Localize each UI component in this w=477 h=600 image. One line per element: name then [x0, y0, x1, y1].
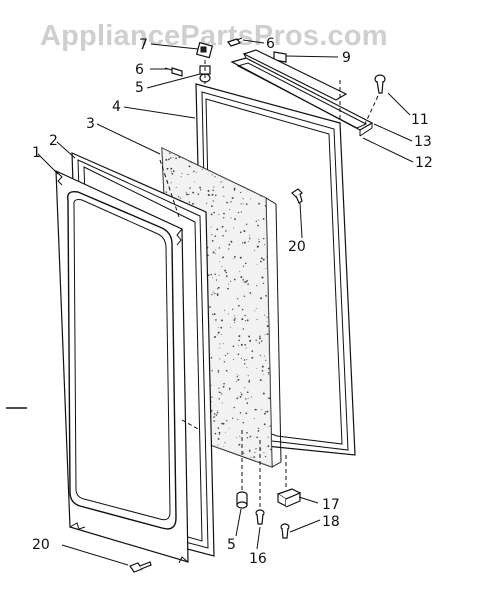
callout-5-lower: 5: [227, 537, 236, 553]
callout-2: 2: [49, 133, 58, 149]
callout-16: 16: [249, 551, 267, 567]
callout-6-left: 6: [135, 62, 144, 78]
callout-20-lower: 20: [32, 537, 50, 553]
screw-20-upper-part: [291, 188, 303, 204]
callout-11: 11: [411, 112, 429, 128]
leader-lines: [37, 39, 414, 566]
top-trim-channel-part: [230, 49, 374, 137]
outer-door-part: [55, 170, 189, 564]
screw-11-part: [374, 74, 386, 94]
callout-20-upper: 20: [288, 239, 306, 255]
callout-12: 12: [415, 155, 433, 171]
callout-3: 3: [86, 116, 95, 132]
callout-labels: 1 2 3 4 5 6 7 6 9 11 13 12 20 5 16 17 18…: [32, 36, 433, 567]
callout-18: 18: [322, 514, 340, 530]
callout-7: 7: [139, 37, 148, 53]
callout-17: 17: [322, 497, 340, 513]
callout-9: 9: [342, 50, 351, 66]
bottom-hinge-hardware: [129, 488, 302, 573]
callout-13: 13: [414, 134, 432, 150]
alignment-lines: [159, 60, 379, 509]
callout-4: 4: [112, 99, 121, 115]
callout-6-right: 6: [266, 36, 275, 52]
callout-1: 1: [32, 145, 41, 161]
callout-5-upper: 5: [135, 80, 144, 96]
watermark-text: AppliancePartsPros.com: [40, 20, 388, 52]
